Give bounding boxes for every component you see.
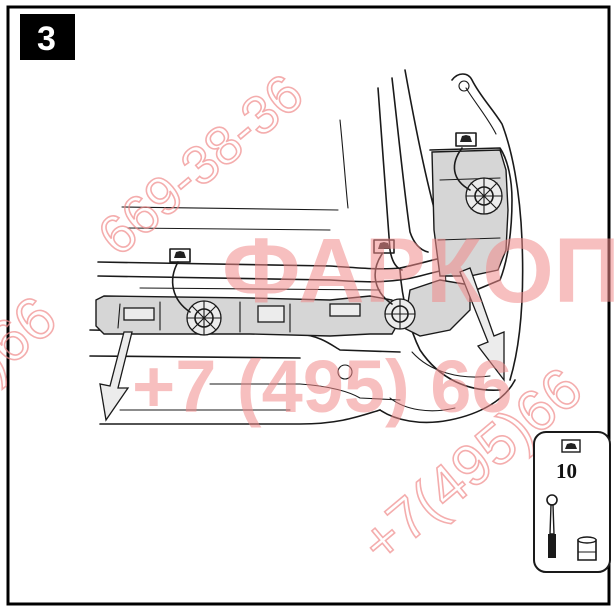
watermark-phone-middle: +7 (495) 66	[132, 345, 513, 428]
arrow-down-icon	[459, 267, 505, 382]
fastener-left	[186, 300, 222, 336]
watermark-brand: ФАРКОП	[222, 220, 615, 322]
step-badge: 3	[20, 14, 75, 60]
fastener-right	[465, 177, 503, 215]
hand-icon	[561, 439, 581, 453]
fastener-middle	[384, 298, 416, 330]
arrow-down-icon	[99, 331, 133, 422]
hand-icon	[373, 239, 395, 254]
tool-size: 10	[556, 459, 577, 483]
step-number: 3	[37, 20, 56, 58]
curved-arrow-icon	[171, 147, 471, 313]
hand-icon	[455, 132, 477, 147]
tool-callout: 10	[533, 431, 611, 573]
wrench-icon	[546, 494, 558, 558]
socket-icon	[577, 536, 597, 561]
bumper-bracket	[95, 295, 401, 337]
hand-icon	[169, 248, 191, 263]
